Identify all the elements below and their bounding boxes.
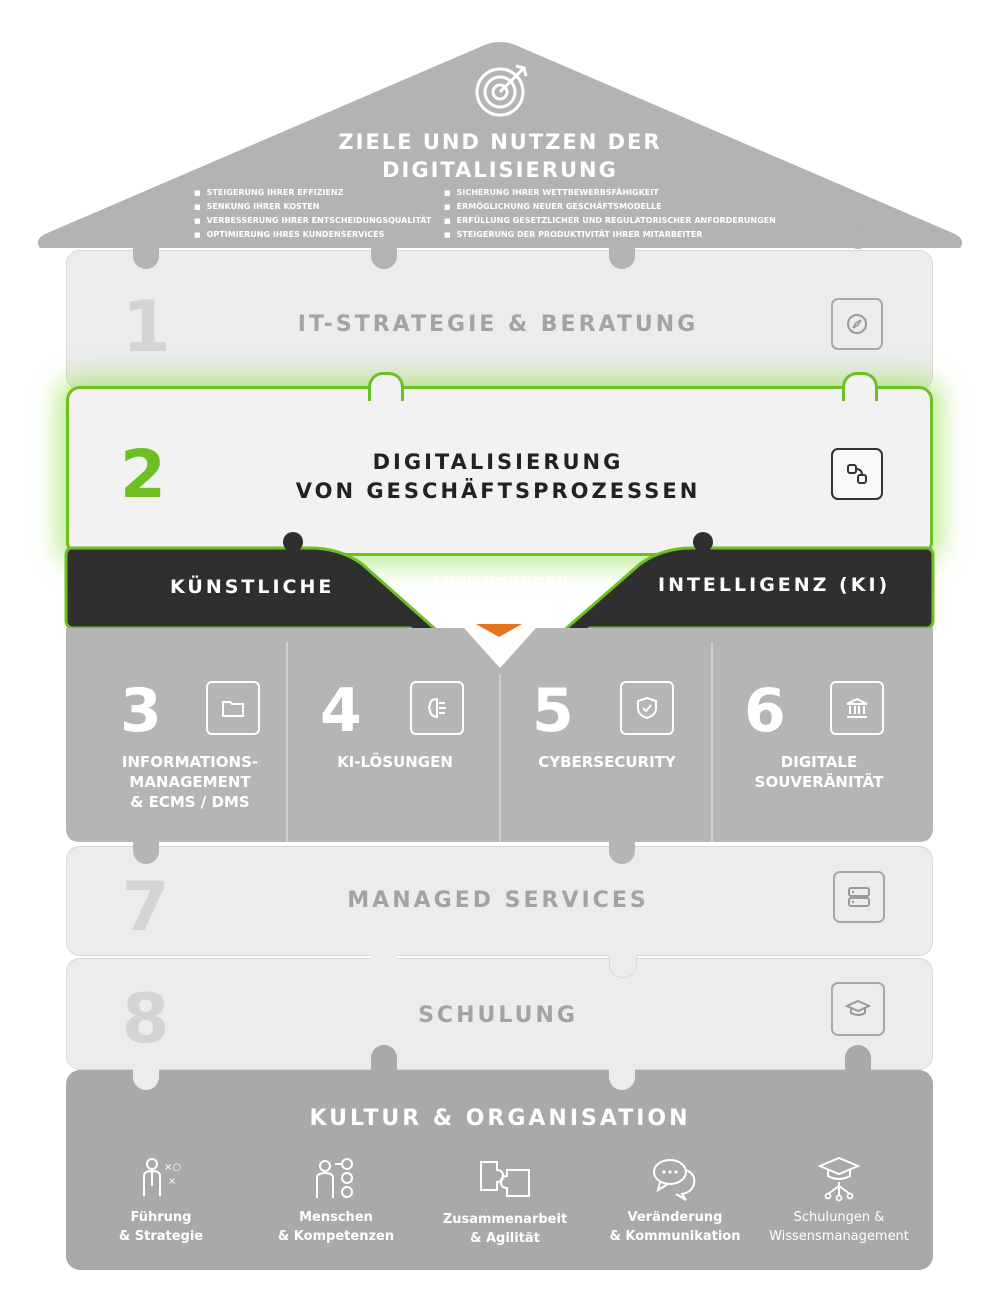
benefit-item: VERBESSERUNG IHRER ENTSCHEIDUNGSQUALITÄT (194, 214, 432, 228)
puzzle-notch (609, 245, 635, 269)
pillars-block (66, 628, 933, 842)
layer-title: IT-STRATEGIE & BERATUNG (297, 312, 699, 337)
culture-label: Menschen & Kompetenzen (277, 1210, 395, 1244)
people-checklist-icon (316, 1158, 353, 1198)
pillar-label: KI-LÖSUNGEN (337, 753, 453, 771)
culture-title: KULTUR & ORGANISATION (309, 1106, 691, 1131)
puzzle-notch (609, 955, 637, 978)
puzzle-notch (371, 245, 397, 269)
pillar-information-management: 3 INFORMATIONS- MANAGEMENT & ECMS / DMS (70, 640, 288, 842)
benefit-item: ERFÜLLUNG GESETZLICHER UND REGULATORISCH… (444, 214, 776, 228)
ki-band-right: INTELLIGENZ (KI) (658, 574, 891, 596)
culture-label: Führung & Strategie (118, 1210, 204, 1244)
pillar-cybersecurity: 5 CYBERSECURITY (502, 640, 712, 842)
puzzle-tab (371, 1045, 397, 1071)
bank-building-icon (830, 681, 884, 735)
pillar-label: DIGITALE SOUVERÄNITÄT (754, 753, 884, 791)
benefit-item: STEIGERUNG IHRER EFFIZIENZ (194, 186, 431, 200)
puzzle-notch (609, 1068, 635, 1090)
process-nodes-icon (831, 448, 883, 500)
layer-number: 1 (122, 286, 171, 368)
pillar-number: 4 (320, 676, 362, 746)
pillar-number: 3 (120, 676, 162, 746)
culture-label: Veränderung & Kommunikation (609, 1210, 741, 1244)
layer-digitalisation (66, 386, 933, 556)
pillar-label: INFORMATIONS- MANAGEMENT & ECMS / DMS (121, 753, 259, 811)
graduation-cap-icon (831, 982, 885, 1036)
ki-band-center-line2: & SOFTWARE (442, 594, 558, 610)
roof-title-line2: DIGITALISIERUNG (382, 158, 618, 182)
puzzle-tab (371, 935, 397, 959)
layer-it-strategy (66, 250, 933, 390)
graduation-network-icon (817, 1156, 861, 1202)
svg-text:×: × (168, 1176, 176, 1187)
roof-title-line1: ZIELE UND NUTZEN DER (338, 130, 662, 154)
layer-title: SCHULUNG (418, 1003, 578, 1028)
target-arrow-icon (474, 62, 530, 118)
speech-bubbles-icon (653, 1159, 696, 1201)
culture-item-people: Menschen & Kompetenzen (251, 1156, 421, 1246)
layer-training (66, 958, 933, 1070)
layer-number: 8 (122, 980, 170, 1059)
culture-item-training: Schulungen & Wissensmanagement (754, 1156, 924, 1246)
puzzle-notch (133, 1068, 159, 1090)
puzzle-notch (133, 842, 159, 864)
pillar-label: CYBERSECURITY (538, 753, 676, 771)
folder-icon (206, 681, 260, 735)
puzzle-hands-icon (480, 1161, 530, 1197)
pillar-ki-solutions: 4 KI-LÖSUNGEN (290, 640, 500, 842)
benefit-item: SENKUNG IHRER KOSTEN (194, 200, 431, 214)
layer-title: MANAGED SERVICES (347, 888, 649, 913)
pillar-number: 6 (744, 676, 786, 746)
benefits-list-left: STEIGERUNG IHRER EFFIZIENZ SENKUNG IHRER… (194, 186, 432, 242)
svg-text:×○: ×○ (164, 1162, 181, 1173)
layer-managed-services (66, 846, 933, 956)
layer-number: 2 (120, 436, 166, 513)
server-icon (833, 871, 885, 923)
benefits-list-right: SICHERUNG IHRER WETTBEWERBSFÄHIGKEIT ERM… (444, 186, 776, 242)
benefit-item: OPTIMIERUNG IHRES KUNDENSERVICES (194, 228, 431, 242)
layer-title-line2: VON GESCHÄFTSPROZESSEN (295, 479, 701, 503)
ki-band-left: KÜNSTLICHE (170, 576, 335, 598)
orange-arrow-icon (476, 624, 522, 637)
puzzle-tab (845, 1045, 871, 1071)
puzzle-notch (609, 842, 635, 864)
layer-number: 7 (122, 868, 170, 947)
benefit-item: STEIGERUNG DER PRODUKTIVITÄT IHRER MITAR… (444, 228, 776, 242)
culture-item-communication: Veränderung & Kommunikation (590, 1156, 760, 1246)
layer-title-line1: DIGITALISIERUNG (372, 450, 624, 474)
benefit-item: ERMÖGLICHUNG NEUER GESCHÄFTSMODELLE (444, 200, 776, 214)
puzzle-tab (368, 372, 404, 401)
shield-check-icon (620, 681, 674, 735)
benefit-item: SICHERUNG IHRER WETTBEWERBSFÄHIGKEIT (444, 186, 776, 200)
culture-item-leadership: ×○ × Führung & Strategie (76, 1156, 246, 1246)
culture-label: Schulungen & Wissensmanagement (769, 1210, 909, 1244)
culture-item-collaboration: Zusammenarbeit & Agilität (420, 1156, 590, 1248)
culture-label: Zusammenarbeit & Agilität (442, 1212, 568, 1246)
ki-band-center-line1: ANWENDUNGEN (431, 576, 569, 592)
puzzle-tab (842, 372, 878, 401)
leader-strategy-icon: ×○ × (143, 1158, 181, 1196)
compass-icon (831, 298, 883, 350)
puzzle-notch (133, 245, 159, 269)
pillar-digital-sovereignty: 6 DIGITALE SOUVERÄNITÄT (714, 640, 924, 842)
ai-brain-icon (410, 681, 464, 735)
pillar-number: 5 (532, 676, 574, 746)
